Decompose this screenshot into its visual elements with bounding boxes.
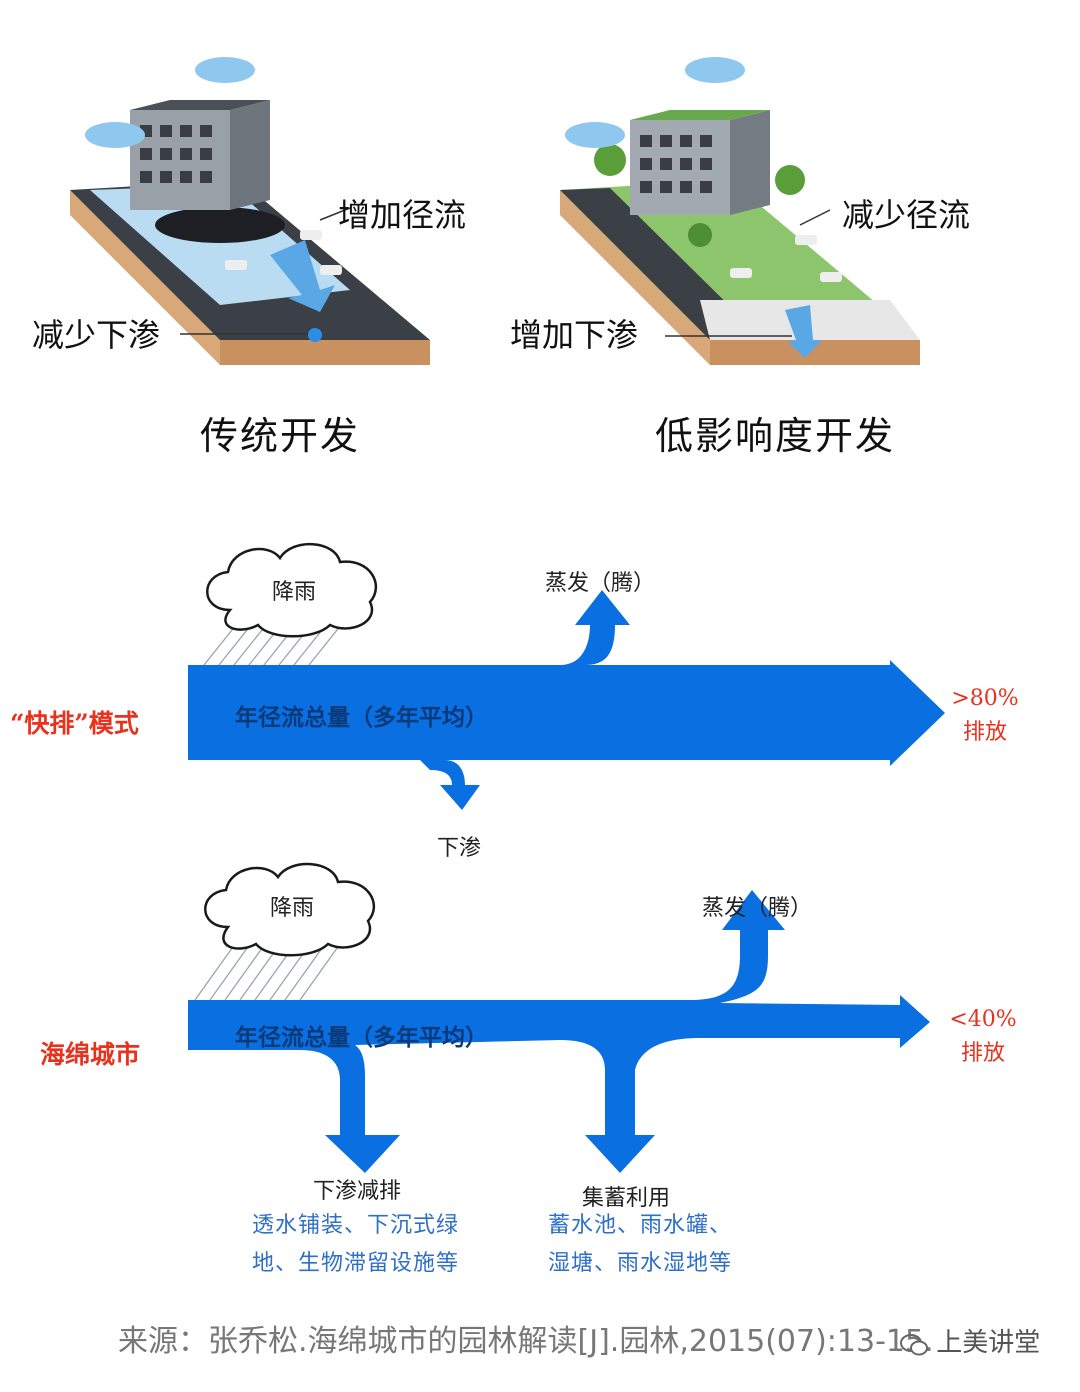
wechat-icon bbox=[900, 1333, 928, 1355]
main-flow-label: 年径流总量（多年平均） bbox=[235, 1024, 488, 1051]
sponge-mode-label: 海绵城市 bbox=[40, 1040, 141, 1069]
main-flow-label: 年径流总量（多年平均） bbox=[235, 704, 488, 731]
rain-label: 降雨 bbox=[270, 896, 315, 921]
seepage-examples-line2: 地、生物滞留设施等 bbox=[252, 1251, 460, 1276]
source-citation: 来源：张乔松.海绵城市的园林解读[J].园林,2015(07):13-15. bbox=[118, 1324, 934, 1359]
seepage-label: 下渗 bbox=[437, 836, 482, 861]
seepage-title: 下渗减排 bbox=[313, 1179, 402, 1204]
traditional-development-caption: 传统开发 bbox=[200, 414, 361, 458]
seepage-examples: 透水铺装、下沉式绿 地、生物滞留设施等 bbox=[252, 1207, 459, 1283]
discharge-label: 排放 bbox=[960, 1041, 1005, 1066]
traditional-development-illustration bbox=[20, 40, 540, 370]
discharge-percent: >80% 排放 bbox=[950, 682, 1020, 750]
low-impact-development-illustration bbox=[530, 40, 1050, 370]
decrease-runoff-label: 减少径流 bbox=[842, 196, 971, 234]
brand-name: 上美讲堂 bbox=[936, 1328, 1041, 1358]
discharge-percent: <40% 排放 bbox=[948, 1003, 1018, 1071]
evaporation-label: 蒸发（腾） bbox=[545, 571, 656, 596]
seepage-examples-line1: 透水铺装、下沉式绿 bbox=[252, 1213, 460, 1238]
decrease-infiltration-label: 减少下渗 bbox=[32, 316, 161, 354]
increase-runoff-label: 增加径流 bbox=[338, 196, 467, 234]
discharge-percent-value: <40% bbox=[949, 1007, 1017, 1032]
reuse-examples-line2: 湿塘、雨水湿地等 bbox=[548, 1251, 733, 1276]
reuse-examples-line1: 蓄水池、雨水罐、 bbox=[548, 1213, 733, 1238]
watermark-brand: 上美讲堂 bbox=[900, 1322, 1040, 1359]
evaporation-label: 蒸发（腾） bbox=[702, 896, 813, 921]
reuse-examples: 蓄水池、雨水罐、 湿塘、雨水湿地等 bbox=[548, 1207, 732, 1283]
fast-mode-label: “快排”模式 bbox=[10, 709, 139, 738]
sponge-city-diagram: 降雨 蒸发（腾） 年径流总量（多年平均） 海绵城市 <40% 排放 下渗减排 透… bbox=[0, 855, 1080, 1295]
reuse-title: 集蓄利用 bbox=[582, 1186, 671, 1211]
fast-discharge-diagram: 降雨 蒸发（腾） 年径流总量（多年平均） 下渗 “快排”模式 >80% 排放 bbox=[0, 530, 1080, 861]
increase-infiltration-label: 增加下渗 bbox=[510, 316, 639, 354]
discharge-label: 排放 bbox=[962, 720, 1007, 745]
rain-label: 降雨 bbox=[272, 580, 317, 605]
low-impact-development-caption: 低影响度开发 bbox=[655, 414, 896, 458]
discharge-percent-value: >80% bbox=[951, 686, 1019, 711]
